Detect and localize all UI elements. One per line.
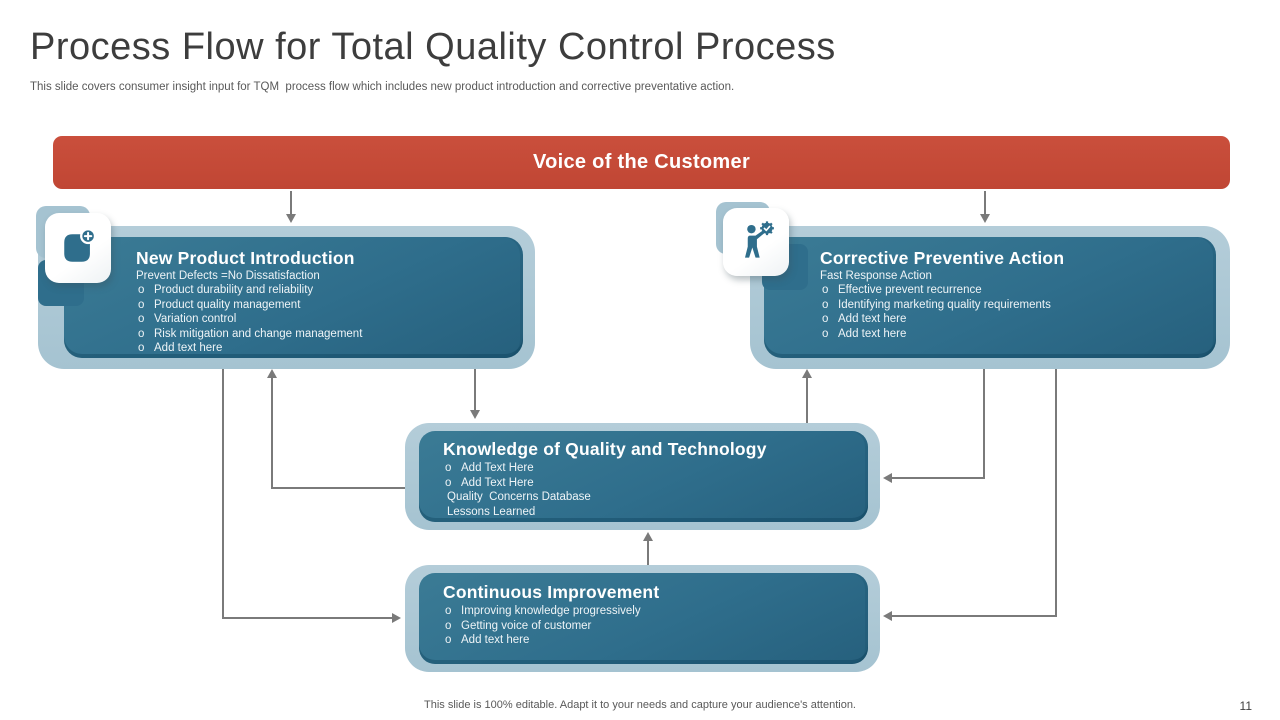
list-item: o Product quality management: [136, 298, 507, 313]
new-product-title: New Product Introduction: [136, 248, 355, 268]
bullet-text: Risk mitigation and change management: [154, 327, 363, 340]
bullet-marker: o: [822, 327, 829, 340]
bullet-text: Improving knowledge progressively: [461, 605, 641, 617]
bullet-text: Identifying marketing quality requiremen…: [838, 298, 1051, 311]
corrective-box[interactable]: Corrective Preventive Action Fast Respon…: [764, 237, 1216, 358]
bullet-text: Product durability and reliability: [154, 284, 314, 296]
bullet-marker: o: [445, 462, 452, 474]
list-item: o Add Text Here: [443, 461, 854, 476]
connector-corrective-to-knowledge-horizontal: [892, 477, 985, 479]
connector-newproduct-to-continuous-arrowhead: [392, 613, 401, 623]
plain-line: Lessons Learned: [447, 505, 536, 518]
page-number: 11: [1239, 699, 1252, 713]
bullet-text: Add text here: [461, 634, 530, 646]
connector-corrective-to-knowledge-vertical: [983, 369, 985, 479]
connector-newproduct-to-knowledge: [474, 369, 476, 412]
bullet-marker: o: [822, 313, 829, 325]
document-add-icon: [45, 213, 111, 283]
bullet-text: Add text here: [838, 327, 907, 340]
person-gear-icon: [723, 208, 789, 276]
list-item: o Add text here: [820, 312, 1202, 327]
connector-newproduct-to-continuous-horizontal: [222, 617, 392, 619]
connector-continuous-to-knowledge-arrowhead: [643, 532, 653, 541]
voice-of-customer-banner[interactable]: Voice of the Customer: [53, 136, 1230, 189]
footer-note: This slide is 100% editable. Adapt it to…: [424, 699, 856, 711]
page-subtitle: This slide covers consumer insight input…: [30, 81, 735, 93]
bullet-marker: o: [445, 634, 452, 646]
list-item: o Getting voice of customer: [443, 619, 854, 634]
connector-banner-to-new-product: [290, 191, 292, 214]
continuous-box[interactable]: Continuous Improvement o Improving knowle…: [419, 573, 868, 664]
connector-corrective-to-continuous-horizontal: [892, 615, 1057, 617]
bullet-text: Add text here: [838, 313, 907, 325]
connector-knowledge-to-newproduct-arrowhead: [267, 369, 277, 378]
new-product-box[interactable]: New Product Introduction Prevent Defects…: [64, 237, 523, 358]
bullet-marker: o: [822, 298, 829, 311]
connector-newproduct-to-continuous-vertical: [222, 369, 224, 619]
list-item: o Add Text Here: [443, 476, 854, 491]
new-product-icon-tile: [34, 204, 116, 308]
banner-label: Voice of the Customer: [532, 151, 751, 173]
continuous-title: Continuous Improvement: [443, 582, 660, 602]
bullet-marker: o: [445, 476, 452, 489]
list-item: o Add text here: [443, 633, 854, 648]
bullet-text: Add Text Here: [461, 462, 534, 474]
list-item: o Identifying marketing quality requireme…: [820, 298, 1202, 313]
page-title: Process Flow for Total Quality Control P…: [30, 26, 836, 68]
bullet-marker: o: [138, 342, 145, 354]
connector-newproduct-to-knowledge-arrowhead: [470, 410, 480, 419]
connector-knowledge-to-newproduct-vertical: [271, 378, 273, 489]
bullet-marker: o: [138, 284, 145, 296]
list-item: o Add text here: [136, 341, 507, 356]
connector-knowledge-to-corrective-arrowhead: [802, 369, 812, 378]
list-item: o Effective prevent recurrence: [820, 283, 1202, 298]
list-item: o Add text here: [820, 327, 1202, 342]
connector-corrective-to-continuous-arrowhead: [883, 611, 892, 621]
bullet-text: Product quality management: [154, 298, 301, 311]
connector-banner-to-corrective-arrowhead: [980, 214, 990, 223]
corrective-icon-tile: [714, 200, 810, 300]
bullet-marker: o: [138, 327, 145, 340]
list-item: o Variation control: [136, 312, 507, 327]
connector-knowledge-to-newproduct-horizontal: [271, 487, 405, 489]
connector-corrective-to-knowledge-arrowhead: [883, 473, 892, 483]
bullet-marker: o: [445, 605, 452, 617]
connector-continuous-to-knowledge: [647, 541, 649, 566]
bullet-marker: o: [445, 619, 452, 632]
knowledge-title: Knowledge of Quality and Technology: [443, 439, 767, 459]
list-item: o Product durability and reliability: [136, 283, 507, 298]
new-product-subtitle: Prevent Defects =No Dissatisfaction: [136, 270, 320, 282]
corrective-subtitle: Fast Response Action: [820, 270, 932, 282]
connector-banner-to-new-product-arrowhead: [286, 214, 296, 223]
bullet-text: Effective prevent recurrence: [838, 284, 982, 296]
list-item: o Risk mitigation and change management: [136, 327, 507, 342]
corrective-title: Corrective Preventive Action: [820, 248, 1065, 268]
connector-corrective-to-continuous-vertical: [1055, 369, 1057, 617]
connector-banner-to-corrective: [984, 191, 986, 214]
connector-knowledge-to-corrective: [806, 378, 808, 424]
bullet-text: Getting voice of customer: [461, 619, 592, 632]
bullet-marker: o: [138, 313, 145, 325]
bullet-marker: o: [138, 298, 145, 311]
list-item: o Improving knowledge progressively: [443, 604, 854, 619]
bullet-text: Add Text Here: [461, 476, 534, 489]
bullet-marker: o: [822, 284, 829, 296]
bullet-text: Add text here: [154, 342, 223, 354]
plain-line: Quality Concerns Database: [447, 491, 591, 503]
bullet-text: Variation control: [154, 313, 237, 325]
